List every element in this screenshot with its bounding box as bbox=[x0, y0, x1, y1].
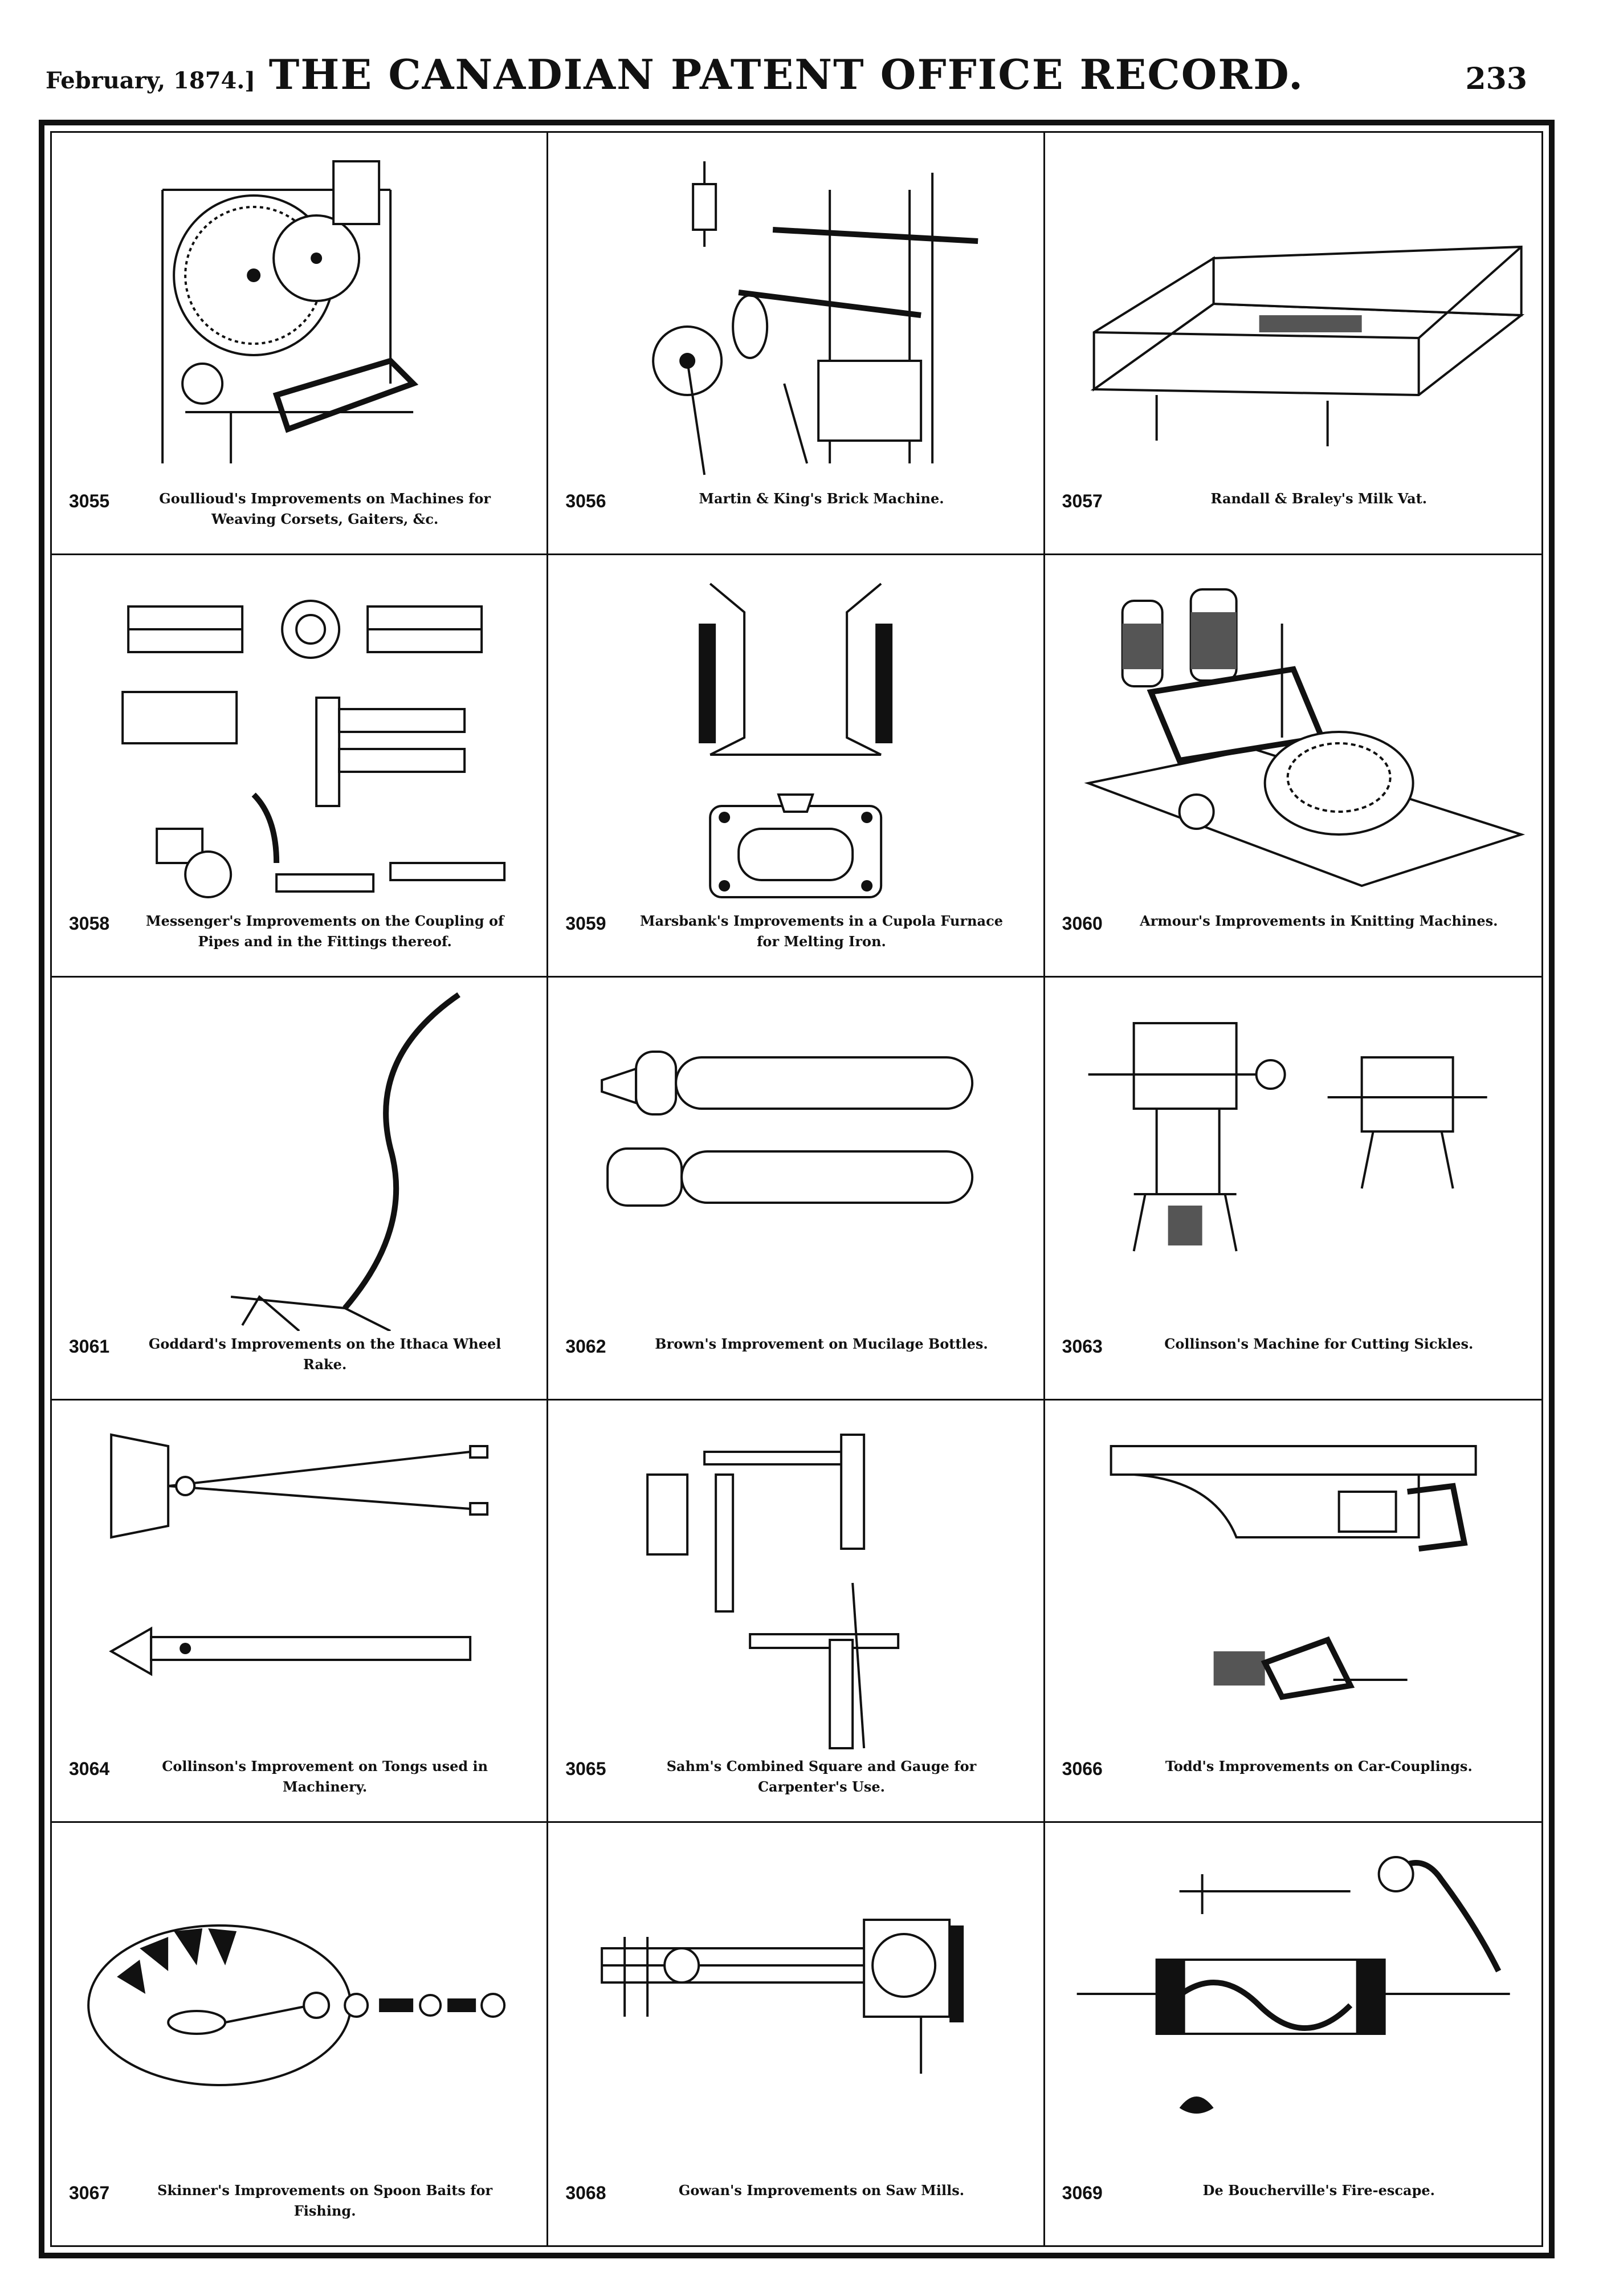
page-header: February, 1874.] THE CANADIAN PATENT OFF… bbox=[46, 50, 1527, 101]
patent-caption: 3064 Collinson's Improvement on Tongs us… bbox=[69, 1756, 529, 1811]
car-coupling-icon bbox=[1057, 1412, 1530, 1754]
plate-frame: 3055 Goullioud's Improvements on Machine… bbox=[39, 120, 1555, 2258]
patent-title: Martin & King's Brick Machine. bbox=[699, 490, 944, 507]
patent-title: Todd's Improvements on Car-Couplings. bbox=[1165, 1757, 1473, 1774]
patent-number: 3059 bbox=[565, 913, 606, 934]
patent-number: 3065 bbox=[565, 1758, 606, 1779]
patent-caption: 3063 Collinson's Machine for Cutting Sic… bbox=[1062, 1334, 1524, 1389]
knitting-machine-icon bbox=[1057, 567, 1530, 909]
sickle-machine-icon bbox=[1057, 989, 1530, 1331]
patent-cell-3055: 3055 Goullioud's Improvements on Machine… bbox=[52, 133, 549, 556]
patent-cell-3066: 3066 Todd's Improvements on Car-Coupling… bbox=[1045, 1401, 1541, 1823]
patent-caption: 3065 Sahm's Combined Square and Gauge fo… bbox=[565, 1756, 1026, 1811]
patent-number: 3064 bbox=[69, 1758, 110, 1779]
patent-title: Messenger's Improvements on the Coupling… bbox=[146, 913, 504, 950]
square-gauge-icon bbox=[560, 1412, 1031, 1754]
patent-caption: 3057 Randall & Braley's Milk Vat. bbox=[1062, 488, 1524, 543]
patent-number: 3056 bbox=[565, 491, 606, 512]
publication-title: THE CANADIAN PATENT OFFICE RECORD. bbox=[268, 50, 1304, 99]
page-number: 233 bbox=[1465, 62, 1527, 96]
brick-machine-icon bbox=[560, 144, 1031, 486]
saw-mill-icon bbox=[560, 1834, 1031, 2176]
patent-cell-3060: 3060 Armour's Improvements in Knitting M… bbox=[1045, 555, 1541, 978]
patent-caption: 3068 Gowan's Improvements on Saw Mills. bbox=[565, 2180, 1026, 2235]
patent-cell-3068: 3068 Gowan's Improvements on Saw Mills. bbox=[548, 1822, 1045, 2245]
cupola-furnace-icon bbox=[560, 567, 1031, 909]
mucilage-bottle-icon bbox=[560, 989, 1031, 1331]
patent-title: Goddard's Improvements on the Ithaca Whe… bbox=[148, 1335, 501, 1373]
patent-caption: 3062 Brown's Improvement on Mucilage Bot… bbox=[565, 1334, 1026, 1389]
patent-number: 3055 bbox=[69, 491, 110, 512]
patent-title: Sahm's Combined Square and Gauge for Car… bbox=[666, 1757, 977, 1795]
patent-title: Armour's Improvements in Knitting Machin… bbox=[1140, 913, 1498, 930]
patent-number: 3068 bbox=[565, 2183, 606, 2203]
tongs-icon bbox=[63, 1412, 535, 1754]
patent-caption: 3060 Armour's Improvements in Knitting M… bbox=[1062, 911, 1524, 966]
patent-grid: 3055 Goullioud's Improvements on Machine… bbox=[52, 133, 1541, 2245]
patent-caption: 3055 Goullioud's Improvements on Machine… bbox=[69, 488, 529, 543]
patent-number: 3060 bbox=[1062, 913, 1103, 934]
patent-title: Collinson's Improvement on Tongs used in… bbox=[162, 1757, 488, 1795]
patent-cell-3063: 3063 Collinson's Machine for Cutting Sic… bbox=[1045, 978, 1541, 1401]
patent-number: 3069 bbox=[1062, 2183, 1103, 2203]
patent-cell-3058: 3058 Messenger's Improvements on the Cou… bbox=[52, 555, 549, 978]
patent-title: Gowan's Improvements on Saw Mills. bbox=[678, 2182, 965, 2199]
patent-caption: 3059 Marsbank's Improvements in a Cupola… bbox=[565, 911, 1026, 966]
weaving-machine-icon bbox=[63, 144, 535, 486]
pipe-coupling-icon bbox=[63, 567, 535, 909]
patent-cell-3065: 3065 Sahm's Combined Square and Gauge fo… bbox=[548, 1400, 1045, 1823]
patent-title: Collinson's Machine for Cutting Sickles. bbox=[1164, 1335, 1474, 1352]
patent-title: Marsbank's Improvements in a Cupola Furn… bbox=[639, 913, 1003, 950]
patent-number: 3067 bbox=[69, 2183, 110, 2203]
plate-inner-border: 3055 Goullioud's Improvements on Machine… bbox=[50, 131, 1543, 2247]
patent-number: 3058 bbox=[69, 913, 110, 934]
patent-number: 3066 bbox=[1062, 1758, 1103, 1779]
wheel-rake-icon bbox=[63, 989, 535, 1333]
patent-title: Goullioud's Improvements on Machines for… bbox=[159, 490, 491, 528]
patent-number: 3061 bbox=[69, 1336, 110, 1357]
patent-caption: 3058 Messenger's Improvements on the Cou… bbox=[69, 911, 529, 966]
patent-cell-3061: 3061 Goddard's Improvements on the Ithac… bbox=[52, 978, 549, 1401]
patent-title: Randall & Braley's Milk Vat. bbox=[1210, 490, 1427, 507]
patent-title: Skinner's Improvements on Spoon Baits fo… bbox=[157, 2182, 493, 2219]
patent-cell-3057: 3057 Randall & Braley's Milk Vat. bbox=[1045, 133, 1541, 556]
patent-cell-3069: 3069 De Boucherville's Fire-escape. bbox=[1045, 1823, 1541, 2245]
patent-cell-3056: 3056 Martin & King's Brick Machine. bbox=[548, 133, 1045, 556]
patent-title: De Boucherville's Fire-escape. bbox=[1202, 2182, 1435, 2199]
patent-caption: 3067 Skinner's Improvements on Spoon Bai… bbox=[69, 2180, 529, 2235]
patent-cell-3059: 3059 Marsbank's Improvements in a Cupola… bbox=[548, 555, 1045, 978]
patent-cell-3062: 3062 Brown's Improvement on Mucilage Bot… bbox=[548, 978, 1045, 1401]
patent-cell-3064: 3064 Collinson's Improvement on Tongs us… bbox=[52, 1400, 549, 1823]
patent-caption: 3069 De Boucherville's Fire-escape. bbox=[1062, 2180, 1524, 2235]
patent-number: 3062 bbox=[565, 1336, 606, 1357]
milk-vat-icon bbox=[1057, 144, 1530, 486]
patent-number: 3063 bbox=[1062, 1336, 1103, 1357]
patent-caption: 3066 Todd's Improvements on Car-Coupling… bbox=[1062, 1756, 1524, 1811]
patent-caption: 3061 Goddard's Improvements on the Ithac… bbox=[69, 1334, 529, 1389]
patent-cell-3067: 3067 Skinner's Improvements on Spoon Bai… bbox=[52, 1822, 549, 2245]
patent-title: Brown's Improvement on Mucilage Bottles. bbox=[655, 1335, 988, 1352]
patent-caption: 3056 Martin & King's Brick Machine. bbox=[565, 488, 1026, 543]
spoon-bait-icon bbox=[63, 1834, 535, 2176]
issue-date: February, 1874.] bbox=[46, 67, 256, 94]
patent-number: 3057 bbox=[1062, 491, 1103, 512]
fire-escape-icon bbox=[1057, 1834, 1530, 2176]
